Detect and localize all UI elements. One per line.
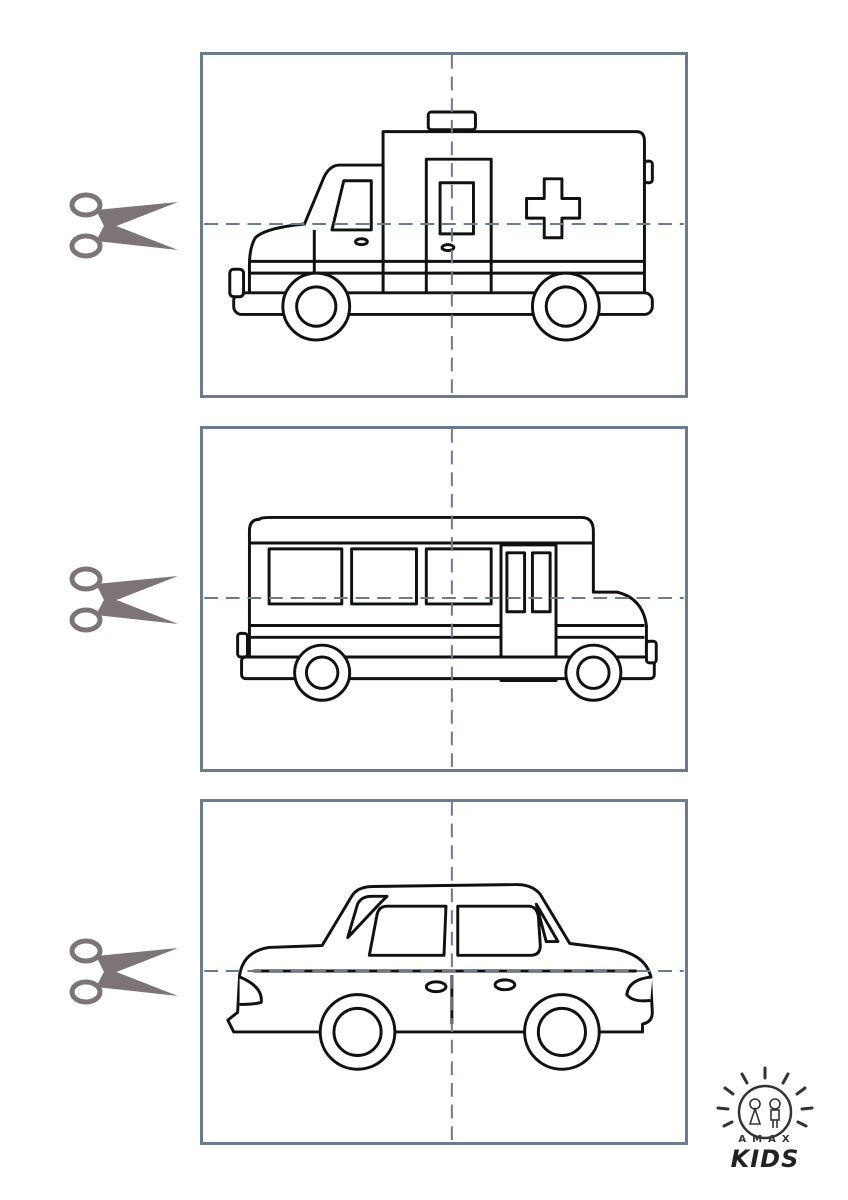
logo-name-text: KIDS (730, 1145, 800, 1173)
scissors-icon (69, 192, 178, 259)
ambulance-icon (204, 55, 684, 395)
puzzle-panel-car (200, 799, 688, 1145)
puzzle-panel-ambulance (200, 52, 688, 398)
scissors-icon (69, 938, 178, 1005)
puzzle-panel-bus (200, 426, 688, 772)
car-icon (204, 802, 684, 1142)
scissors-icon (69, 566, 178, 633)
logo-brand-text: AMAX (738, 1134, 796, 1145)
bus-icon (204, 429, 684, 769)
sun-kids-icon (716, 1066, 814, 1140)
brand-logo: AMAX KIDS (714, 1066, 816, 1178)
